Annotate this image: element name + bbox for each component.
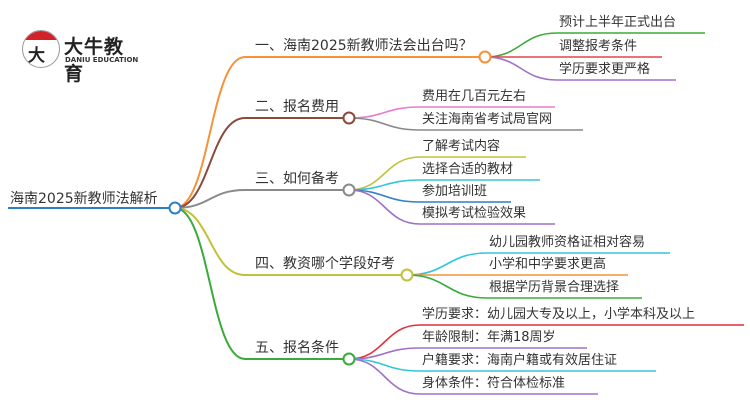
branch-node-label[interactable]: 五、报名条件: [255, 340, 339, 356]
root-collapse-toggle: [168, 201, 182, 215]
branch-collapse-toggle: [478, 50, 492, 64]
leaf-connector: [348, 117, 421, 131]
branch-collapse-toggle: [342, 111, 356, 125]
branch-connector: [174, 56, 246, 209]
leaf-node-label[interactable]: 年龄限制：年满18周岁: [422, 330, 556, 345]
branch-connector: [174, 207, 246, 360]
branch-node-label[interactable]: 一、海南2025新教师法会出台吗？: [255, 38, 473, 54]
leaf-node-label[interactable]: 根据学历背景合理选择: [489, 280, 620, 295]
leaf-node-label[interactable]: 幼儿园教师资格证相对容易: [489, 235, 646, 250]
branch-collapse-toggle: [342, 352, 356, 366]
leaf-connector: [348, 358, 421, 395]
leaf-node-label[interactable]: 小学和中学要求更高: [489, 257, 607, 272]
leaf-node-label[interactable]: 身体条件：符合体检标准: [422, 376, 566, 391]
leaf-node-label[interactable]: 预计上半年正式出台: [559, 15, 677, 30]
branch-collapse-toggle: [342, 183, 356, 197]
leaf-node-label[interactable]: 户籍要求：海南户籍或有效居住证: [422, 353, 618, 368]
leaf-node-label[interactable]: 参加培训班: [422, 184, 488, 199]
logo: 大牛 大牛教育 DANIU EDUCATION: [22, 28, 142, 85]
leaf-connector: [406, 252, 488, 276]
logo-english: DANIU EDUCATION: [65, 56, 139, 64]
branch-connector: [174, 189, 246, 209]
branch-connector: [174, 207, 246, 276]
branch-node-label[interactable]: 二、报名费用: [255, 99, 339, 115]
leaf-node-label[interactable]: 学历要求更严格: [559, 62, 651, 77]
branch-connector: [174, 117, 246, 209]
branch-collapse-toggle: [400, 268, 414, 282]
leaf-connector: [348, 189, 421, 225]
root-node-label[interactable]: 海南2025新教师法解析: [10, 191, 158, 207]
leaf-connector: [484, 32, 558, 58]
leaf-connector: [348, 324, 421, 360]
leaf-node-label[interactable]: 了解考试内容: [422, 139, 501, 154]
leaf-node-label[interactable]: 费用在几百元左右: [422, 89, 527, 104]
branch-node-label[interactable]: 三、如何备考: [255, 171, 339, 187]
branch-node-label[interactable]: 四、教资哪个学段好考: [255, 256, 395, 272]
leaf-node-label[interactable]: 调整报考条件: [559, 39, 638, 54]
leaf-connector: [348, 106, 421, 119]
leaf-connector: [406, 274, 488, 299]
leaf-node-label[interactable]: 选择合适的教材: [422, 162, 514, 177]
leaf-node-label[interactable]: 学历要求：幼儿园大专及以上，小学本科及以上: [422, 307, 696, 322]
leaf-node-label[interactable]: 模拟考试检验效果: [422, 206, 527, 221]
leaf-connector: [484, 56, 558, 81]
logo-mark-icon: 大牛: [22, 30, 60, 68]
leaf-node-label[interactable]: 关注海南省考试局官网: [422, 112, 553, 127]
logo-name: 大牛教育: [64, 36, 125, 85]
